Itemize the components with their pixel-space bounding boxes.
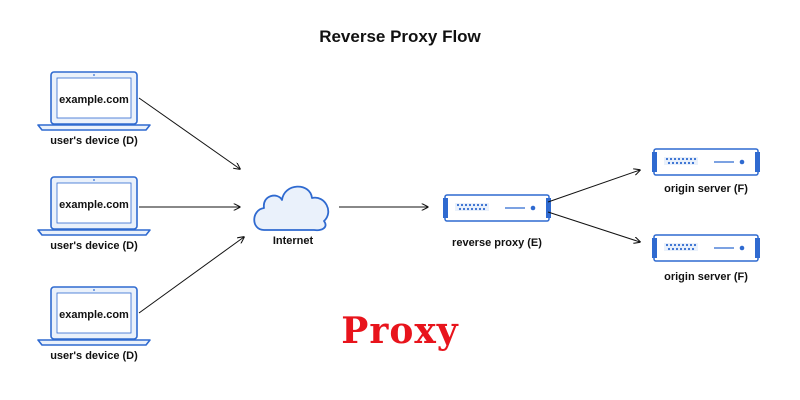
laptop-screen-text: example.com xyxy=(59,199,129,211)
internet-label: Internet xyxy=(272,235,314,247)
device-label: user's device (D) xyxy=(50,135,138,147)
proxy-watermark: Proxy xyxy=(341,310,459,352)
device-label: user's device (D) xyxy=(50,240,138,252)
origin-server-label: origin server (F) xyxy=(664,271,748,283)
server-icon xyxy=(652,148,760,176)
reverse-proxy-label: reverse proxy (E) xyxy=(452,237,542,249)
flow-arrow xyxy=(138,237,244,314)
laptop-icon: example.com xyxy=(37,286,151,346)
flow-arrow xyxy=(547,211,640,242)
flow-arrow xyxy=(138,97,240,169)
server-icon xyxy=(652,234,760,262)
cloud-icon xyxy=(253,185,330,232)
laptop-icon: example.com xyxy=(37,176,151,236)
origin-server-label: origin server (F) xyxy=(664,183,748,195)
laptop-screen-text: example.com xyxy=(59,309,129,321)
flow-arrow xyxy=(547,170,640,203)
diagram-title: Reverse Proxy Flow xyxy=(319,27,481,46)
device-label: user's device (D) xyxy=(50,350,138,362)
laptop-icon: example.com xyxy=(37,71,151,131)
server-icon xyxy=(443,194,551,222)
laptop-screen-text: example.com xyxy=(59,94,129,106)
